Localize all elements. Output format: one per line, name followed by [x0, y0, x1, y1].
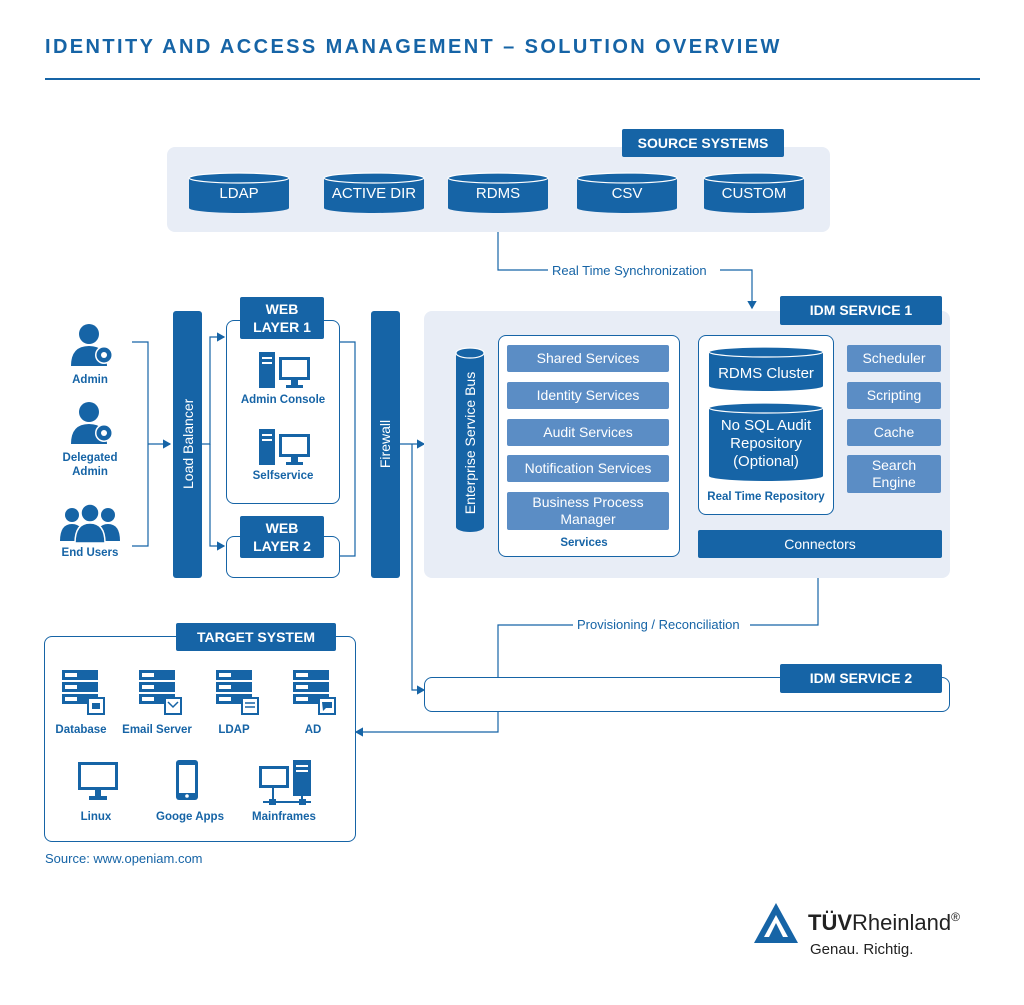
target-label-database: Database	[55, 724, 107, 736]
source-cylinder-1	[323, 172, 425, 213]
page-title: IDENTITY AND ACCESS MANAGEMENT – SOLUTIO…	[45, 36, 782, 58]
admin-console-icon	[259, 352, 310, 388]
brand-name-bold: TÜV	[808, 910, 852, 935]
brand-tagline: Genau. Richtig.	[810, 941, 914, 958]
scheduler: Scheduler	[847, 345, 941, 372]
source-cylinder-4	[703, 172, 805, 213]
admin-icon	[71, 324, 113, 366]
target-label-ad: AD	[304, 724, 322, 736]
source-system-label-4: CUSTOM	[721, 185, 787, 202]
realtime-sync-label: Real Time Synchronization	[548, 263, 711, 278]
user-label-admin: Admin	[72, 374, 108, 386]
esb-cylinder	[455, 347, 485, 532]
web-layer-1-label: WEB LAYER 1	[240, 297, 324, 339]
email-server-icon	[139, 670, 182, 715]
source-cylinder-2	[447, 172, 549, 213]
target-label-email-server: Email Server	[122, 724, 192, 736]
target-label-mainframes: Mainframes	[252, 811, 316, 823]
esb-label: Enterprise Service Bus	[462, 371, 478, 515]
notification-services: Notification Services	[507, 455, 669, 482]
cache: Cache	[847, 419, 941, 446]
lb-to-web2-arrow	[209, 444, 226, 551]
sync-line-left	[497, 232, 548, 271]
mainframes-icon	[259, 760, 311, 805]
google-apps-phone-icon	[176, 760, 198, 800]
user-label-delegated-admin: Delegated Admin	[62, 452, 118, 478]
source-system-label-1: ACTIVE DIR	[331, 185, 417, 202]
source-system-label-2: RDMS	[475, 185, 521, 202]
target-label-ldap: LDAP	[218, 724, 250, 736]
source-cylinder-0	[188, 172, 290, 213]
services-caption: Services	[560, 537, 608, 549]
audit-repository-cylinder	[708, 402, 824, 481]
repository-caption: Real Time Repository	[707, 491, 825, 503]
source-system-label-3: CSV	[611, 185, 643, 202]
target-system-label: TARGET SYSTEM	[176, 623, 336, 651]
brand-name: TÜVRheinland®	[808, 910, 960, 936]
selfservice-label: Selfservice	[252, 470, 314, 482]
idm-service-1-label: IDM SERVICE 1	[780, 296, 942, 325]
firewall-bar	[371, 311, 400, 578]
ad-server-icon	[293, 670, 336, 715]
rdms-cluster-cylinder	[708, 346, 824, 391]
audit-services: Audit Services	[507, 419, 669, 446]
load-balancer-label: Load Balancer	[180, 398, 196, 489]
firewall-label: Firewall	[377, 419, 393, 469]
selfservice-icon	[259, 429, 310, 465]
admin-console-label: Admin Console	[240, 394, 326, 406]
lb-to-web1-arrow	[202, 332, 226, 445]
user-bracket	[132, 341, 149, 547]
tuv-logo-icon	[754, 903, 798, 943]
ldap-server-icon	[216, 670, 259, 715]
web-layer-2-label: WEB LAYER 2	[240, 516, 324, 558]
brand-registered: ®	[951, 910, 960, 924]
search-engine: Search Engine	[847, 455, 941, 493]
provisioning-line-right	[750, 578, 819, 626]
sync-line-right	[720, 269, 757, 310]
provisioning-label: Provisioning / Reconciliation	[573, 617, 744, 632]
target-label-linux: Linux	[80, 811, 112, 823]
load-balancer-bar	[173, 311, 202, 578]
source-note: Source: www.openiam.com	[45, 851, 203, 866]
user-label-end-users: End Users	[61, 547, 119, 559]
target-label-google-apps: Googe Apps	[156, 811, 224, 823]
source-cylinder-3	[576, 172, 678, 213]
firewall-to-idm2-arrow	[411, 444, 426, 695]
source-systems-label: SOURCE SYSTEMS	[622, 129, 784, 157]
scripting: Scripting	[847, 382, 941, 409]
brand-name-rest: Rheinland	[852, 910, 952, 935]
web-to-firewall-bracket	[340, 341, 356, 557]
delegated-admin-icon	[71, 402, 113, 444]
rdms-cluster-label: RDMS Cluster	[718, 365, 814, 382]
idm-service-2-label: IDM SERVICE 2	[780, 664, 942, 693]
shared-services: Shared Services	[507, 345, 669, 372]
database-server-icon	[62, 670, 105, 715]
end-users-icon	[60, 503, 120, 543]
business-process-manager: Business Process Manager	[507, 492, 669, 530]
connectors: Connectors	[698, 530, 942, 558]
linux-monitor-icon	[78, 762, 118, 800]
users-column: Admin Delegated Admin End Users	[50, 320, 130, 560]
source-system-label-0: LDAP	[219, 185, 259, 202]
title-divider	[45, 78, 980, 80]
web-layer-1-box	[226, 320, 340, 504]
audit-repository-label: No SQL Audit Repository (Optional)	[720, 417, 812, 470]
identity-services: Identity Services	[507, 382, 669, 409]
